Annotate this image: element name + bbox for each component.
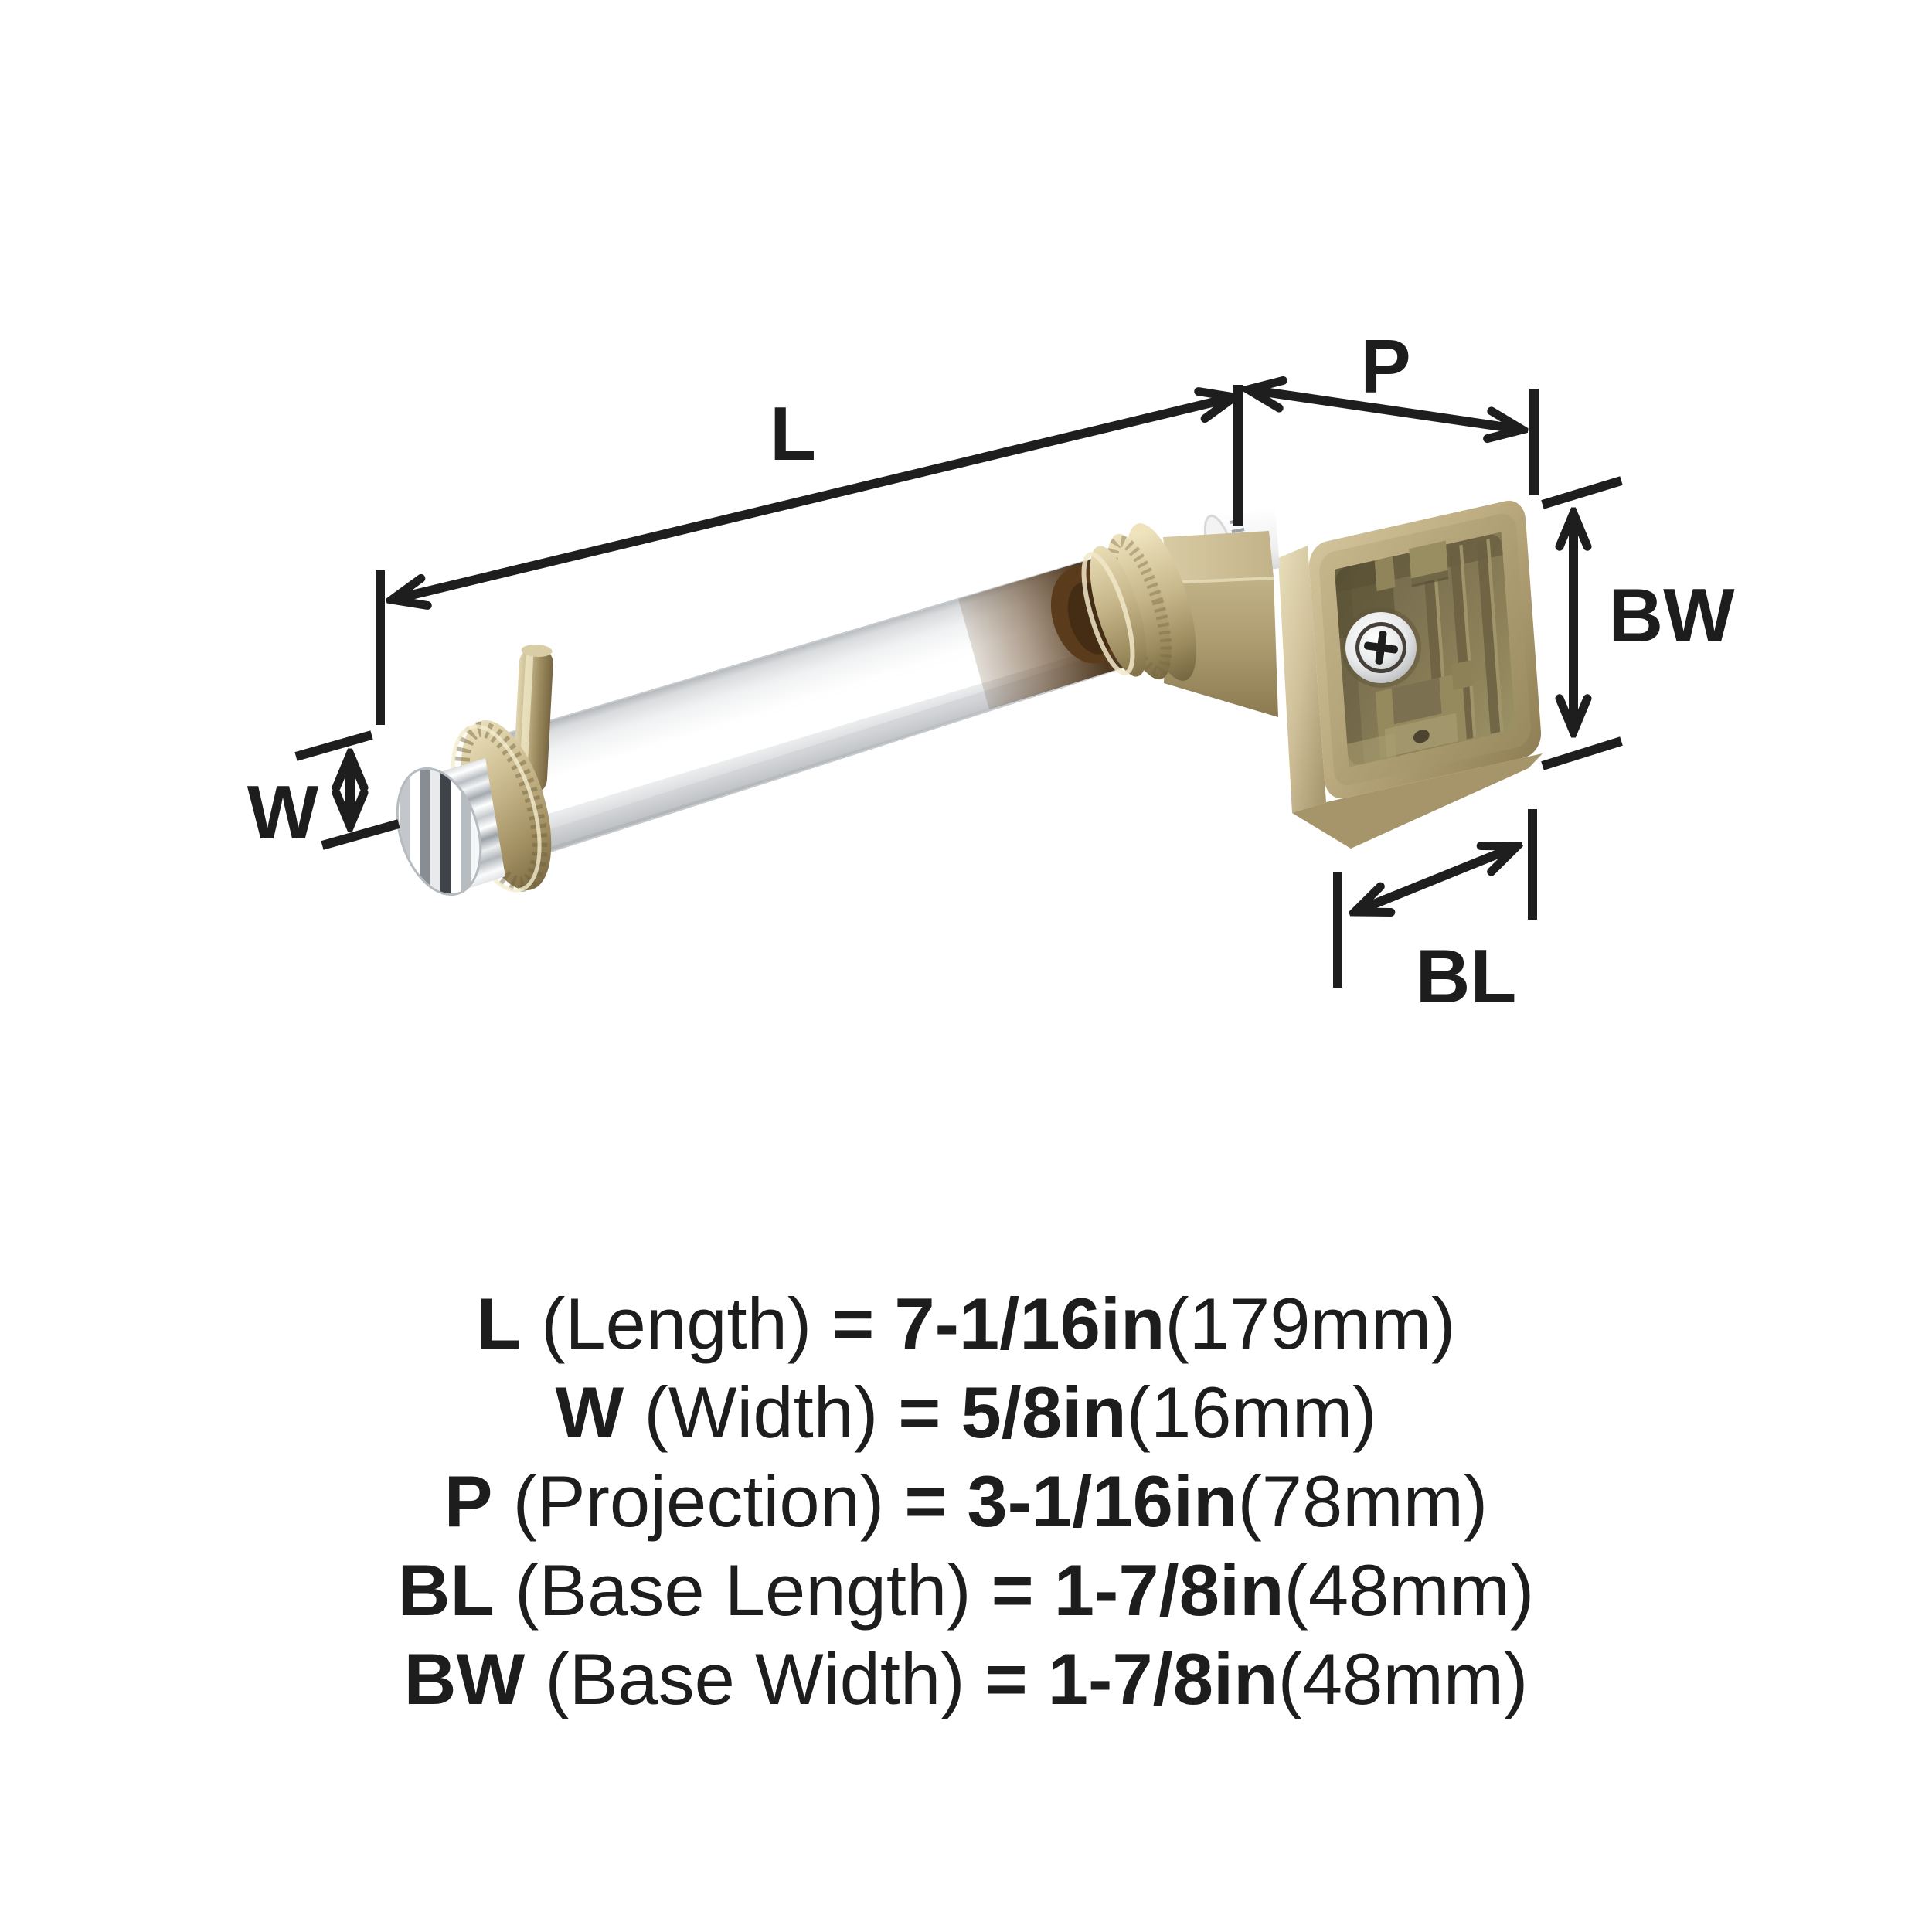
spec-line-width: W (Width) = 5/8in(16mm) <box>0 1368 1932 1457</box>
dim-label-BW: BW <box>1608 573 1735 658</box>
spec-value: 3-1/16in <box>967 1461 1238 1542</box>
acrylic-bar <box>498 555 1134 858</box>
dimension-arrow-BL <box>1355 846 1517 912</box>
phillips-cross-icon <box>1364 631 1398 665</box>
spec-metric: (48mm) <box>1277 1638 1529 1719</box>
spec-value: 1-7/8in <box>1053 1549 1284 1631</box>
dimension-arrow-P <box>1248 389 1522 430</box>
spec-symbol: W <box>555 1372 624 1453</box>
spec-equals: = <box>904 1461 947 1542</box>
spec-line-projection: P (Projection) = 3-1/16in(78mm) <box>0 1457 1932 1546</box>
spec-metric: (78mm) <box>1237 1461 1488 1542</box>
tick-BW-bottom <box>1541 736 1623 770</box>
spec-value: 5/8in <box>961 1372 1127 1453</box>
dim-label-W: W <box>247 770 319 855</box>
spec-symbol: BL <box>397 1549 495 1631</box>
tick-W-bottom <box>321 819 400 850</box>
spec-value: 7-1/16in <box>894 1283 1165 1364</box>
dim-label-L: L <box>770 391 816 476</box>
spec-name: (Length) <box>541 1283 812 1364</box>
mounting-screw <box>1341 607 1421 688</box>
spec-name: (Width) <box>644 1372 879 1453</box>
spec-equals: = <box>991 1549 1034 1631</box>
spec-symbol: BW <box>403 1638 526 1719</box>
spec-name: (Base Width) <box>545 1638 965 1719</box>
mounting-plate <box>1278 500 1543 849</box>
dim-label-BL: BL <box>1416 934 1517 1019</box>
spec-line-base-length: BL (Base Length) = 1-7/8in(48mm) <box>0 1546 1932 1634</box>
tick-W-top <box>294 730 373 761</box>
plate-back-panel <box>1308 500 1542 799</box>
spec-name: (Base Length) <box>515 1549 971 1631</box>
dimension-annotations <box>294 385 1623 988</box>
spec-symbol: L <box>476 1283 521 1364</box>
spec-symbol: P <box>444 1461 493 1542</box>
dimension-arrow-L <box>392 397 1234 600</box>
spec-name: (Projection) <box>512 1461 885 1542</box>
spec-list: L (Length) = 7-1/16in(179mm) W (Width) =… <box>0 1279 1932 1723</box>
plate-bottom-clip <box>1375 660 1473 759</box>
spec-metric: (16mm) <box>1126 1372 1377 1453</box>
spec-line-base-width: BW (Base Width) = 1-7/8in(48mm) <box>0 1634 1932 1723</box>
spec-value: 1-7/8in <box>1047 1638 1278 1719</box>
spec-equals: = <box>832 1283 875 1364</box>
spec-metric: (48mm) <box>1284 1549 1535 1631</box>
spec-metric: (179mm) <box>1165 1283 1456 1364</box>
spec-equals: = <box>985 1638 1028 1719</box>
spec-line-length: L (Length) = 7-1/16in(179mm) <box>0 1279 1932 1368</box>
crystal-finial <box>390 758 505 905</box>
tick-BW-top <box>1541 476 1623 509</box>
dim-label-P: P <box>1360 324 1410 409</box>
spec-equals: = <box>898 1372 941 1453</box>
